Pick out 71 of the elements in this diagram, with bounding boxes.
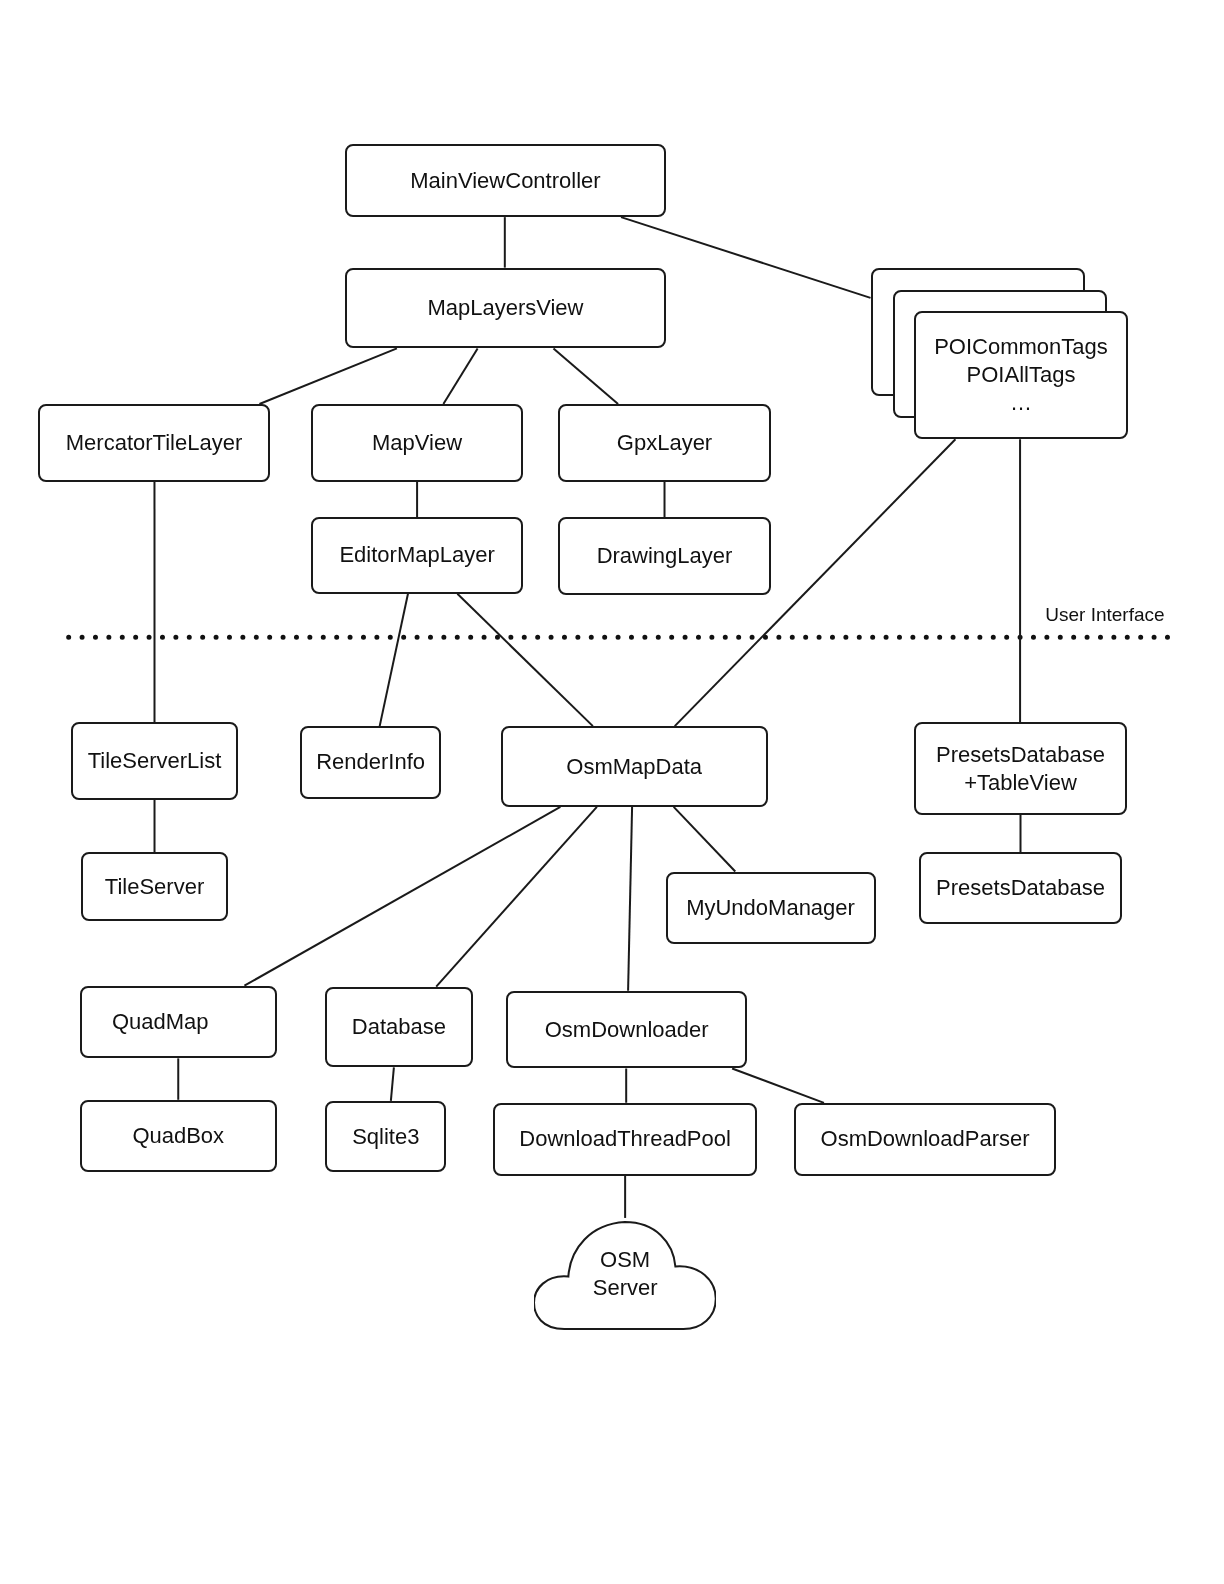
node-label: DrawingLayer [596,541,733,570]
class-box [80,852,229,921]
node-label: MapLayersView [427,294,584,322]
class-box [311,403,524,482]
connector-line [153,798,156,854]
connector-line [416,480,419,519]
node-label: TileServerList [87,746,222,775]
class-box [919,852,1122,925]
class-box [299,726,442,799]
class-box [79,985,277,1059]
connector-line [731,1067,825,1104]
node-label: QuadMap [111,1009,209,1034]
node-label: Sqlite3 [352,1122,420,1151]
class-box [79,1099,277,1173]
connector-line [435,805,598,988]
class-box [492,1102,758,1176]
node-label: GpxLayer [616,428,713,457]
node-label: Database [351,1013,446,1042]
node-label: MyUndoManager [686,893,855,922]
connector-line [177,1057,180,1101]
class-box [325,986,473,1068]
class-box [500,726,768,807]
class-box [311,517,524,594]
node-label: OSM Server [591,1246,659,1303]
node-label: MainViewController [410,166,601,195]
node-label: TileServer [104,872,205,901]
node-label: RenderInfo [316,748,426,777]
class-box [558,517,771,595]
connector-line [442,347,479,405]
connector-line [378,592,409,728]
class-box [913,722,1128,815]
class-box [345,144,666,218]
node-label: QuadBox [132,1122,225,1151]
connector-line [620,216,872,299]
node-label: OsmDownloader [544,1015,709,1044]
node-label: POICommonTags [934,333,1108,362]
class-box [70,722,239,800]
connector-line [243,805,562,987]
node-label: MapView [372,428,463,457]
class-box [505,990,748,1069]
connector-line [456,592,594,728]
node-label: POIAllTags [966,361,1076,390]
connector-line [627,805,634,992]
connector-line [672,805,737,873]
connector-line [625,1067,628,1104]
stacked-cards [870,267,1128,440]
connector-line [624,1174,627,1219]
connector-line [503,216,506,269]
node-label: EditorMapLayer [339,541,495,570]
connector-line [552,347,620,405]
class-box [38,403,270,482]
node-label: OsmMapData [566,752,703,781]
node-label: DownloadThreadPool [519,1125,731,1154]
connector-line [389,1066,395,1102]
connector-line [673,438,957,728]
node-label: OsmDownloadParser [820,1125,1030,1154]
node-label: PresetsDatabase +TableView [935,740,1106,797]
connector-line [663,480,666,519]
class-box [665,871,876,945]
connector-line [1019,814,1022,854]
class-box [558,403,771,482]
class-box [345,267,666,349]
class-box [325,1100,447,1173]
connector-line [258,347,398,405]
connector-line [1019,438,1022,724]
class-box [793,1102,1057,1176]
node-label: PresetsDatabase [936,874,1105,903]
node-label: … [1010,389,1032,418]
node-label: MercatorTileLayer [65,428,243,457]
layer-label: User Interface [1045,603,1165,626]
connector-line [153,480,156,724]
